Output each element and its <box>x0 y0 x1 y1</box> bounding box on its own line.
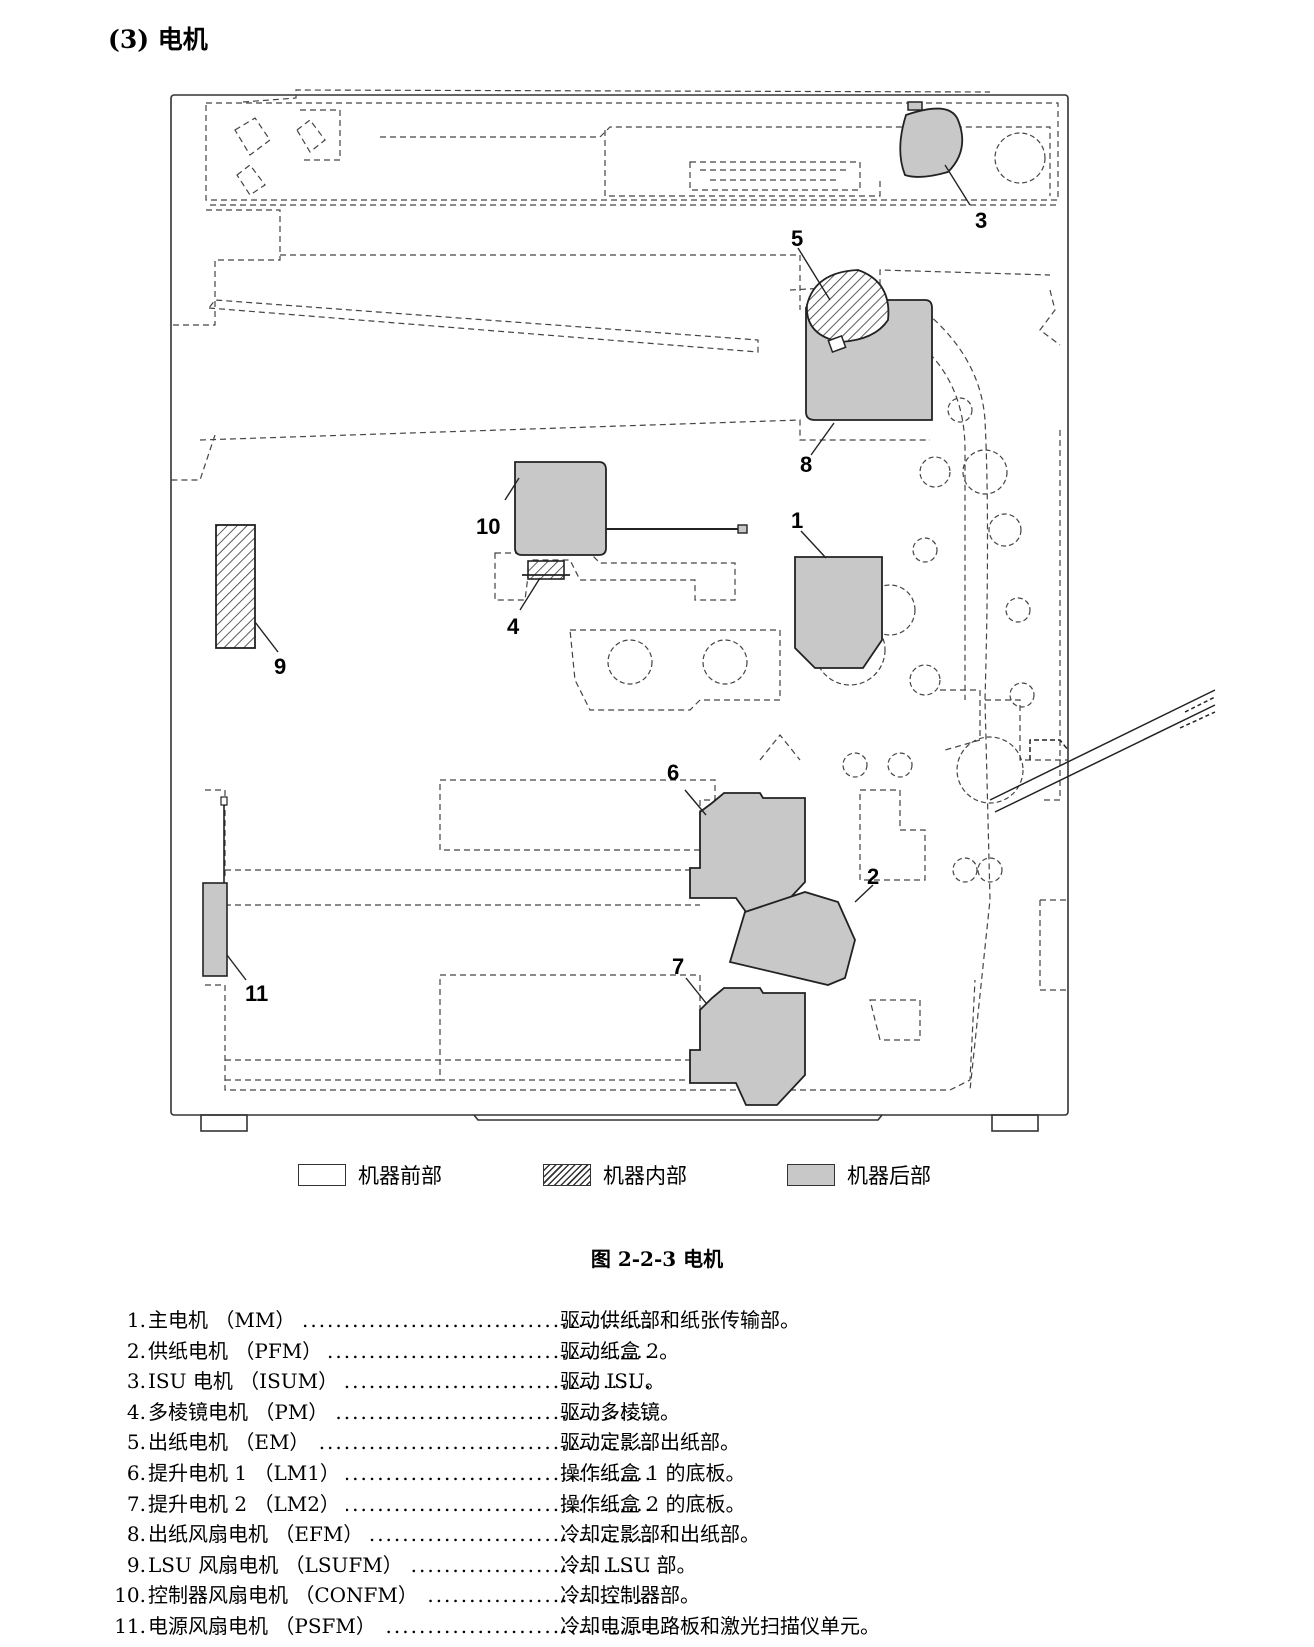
callout-4: 4 <box>507 614 520 639</box>
parts-list: 1.......................................… <box>108 1305 880 1642</box>
legend-swatch-rear <box>787 1164 835 1186</box>
item-description: 驱动定影部出纸部。 <box>560 1430 740 1455</box>
motor-lm2 <box>689 987 806 1106</box>
figure-caption: 图 2-2-3 电机 <box>590 1247 724 1271</box>
item-description: 驱动多棱镜。 <box>560 1399 680 1424</box>
list-item: 11......................................… <box>108 1611 880 1642</box>
legend-label-rear: 机器后部 <box>847 1164 931 1188</box>
item-name: 提升电机 2 （LM2） <box>148 1491 346 1516</box>
item-name: 提升电机 1 （LM1） <box>148 1460 346 1485</box>
item-number: 6. <box>126 1460 146 1485</box>
item-description: 操作纸盒 2 的底板。 <box>560 1491 746 1516</box>
item-number: 1. <box>126 1308 146 1332</box>
item-number: 7. <box>126 1491 146 1516</box>
section-title: (3) 电机 <box>108 25 208 54</box>
motor-layout-diagram: 3 5 8 10 1 4 9 6 2 7 11 <box>170 89 1216 1132</box>
item-name: 电源风扇电机 （PSFM） <box>148 1613 382 1638</box>
item-number: 2. <box>126 1338 146 1363</box>
legend-swatch-front <box>298 1164 346 1186</box>
item-description: 冷却控制器部。 <box>560 1583 700 1608</box>
item-name: ISU 电机 （ISUM） <box>148 1369 345 1394</box>
motor-isum <box>899 101 964 178</box>
fan-psfm <box>202 796 228 977</box>
item-name: 出纸风扇电机 （EFM） <box>148 1522 370 1547</box>
item-number: 5. <box>126 1430 146 1455</box>
item-description: 冷却电源电路板和激光扫描仪单元。 <box>560 1613 880 1638</box>
legend-rear: 机器后部 <box>787 1162 931 1188</box>
callout-labels: 3 5 8 10 1 4 9 6 2 7 11 <box>245 208 987 1006</box>
item-name: 出纸电机 （EM） <box>148 1430 316 1455</box>
legend-label-front: 机器前部 <box>358 1164 442 1188</box>
item-description: 冷却 LSU 部。 <box>560 1552 697 1577</box>
list-item: 9.......................................… <box>108 1550 697 1581</box>
list-item: 4.......................................… <box>108 1397 680 1428</box>
callout-8: 8 <box>800 452 812 477</box>
callout-6: 6 <box>667 760 679 785</box>
list-item: 8.......................................… <box>108 1519 760 1550</box>
legend-front: 机器前部 <box>298 1162 442 1188</box>
item-number: 8. <box>126 1522 146 1547</box>
item-description: 驱动纸盒 2。 <box>560 1338 680 1363</box>
motor-pm <box>522 560 570 580</box>
item-number: 11. <box>114 1613 146 1638</box>
item-number: 3. <box>126 1369 146 1394</box>
item-number: 10. <box>114 1583 146 1608</box>
item-name: 控制器风扇电机 （CONFM） <box>148 1583 424 1608</box>
item-name: 多棱镜电机 （PM） <box>148 1399 335 1424</box>
fan-lsufm <box>215 524 256 649</box>
list-item: 1.......................................… <box>108 1305 800 1336</box>
callout-1: 1 <box>791 508 803 533</box>
callout-5: 5 <box>791 226 803 251</box>
legend-inner: 机器内部 <box>543 1162 687 1188</box>
manual-feed-tray <box>989 689 1216 813</box>
callout-9: 9 <box>274 654 286 679</box>
item-number: 4. <box>126 1399 146 1424</box>
callout-3: 3 <box>975 208 987 233</box>
item-description: 驱动 ISU。 <box>560 1369 665 1394</box>
motor-em <box>806 269 890 353</box>
callout-10: 10 <box>476 514 500 539</box>
callout-11: 11 <box>245 981 268 1006</box>
list-item: 10......................................… <box>108 1580 700 1611</box>
callout-2: 2 <box>867 864 879 889</box>
machine-outline <box>170 94 1069 1132</box>
item-name: LSU 风扇电机 （LSUFM） <box>148 1552 409 1577</box>
list-item: 3.......................................… <box>108 1366 665 1397</box>
item-number: 9. <box>126 1552 146 1577</box>
motor-mm <box>794 556 883 669</box>
list-item: 6.......................................… <box>108 1458 745 1489</box>
legend-swatch-inner <box>543 1164 591 1186</box>
item-description: 驱动供纸部和纸张传输部。 <box>560 1308 800 1332</box>
fan-confm <box>514 461 748 556</box>
legend-label-inner: 机器内部 <box>603 1164 687 1188</box>
item-name: 主电机 （MM） <box>148 1308 302 1332</box>
motor-lm1 <box>689 792 806 913</box>
list-item: 7.......................................… <box>108 1489 745 1520</box>
item-description: 操作纸盒 1 的底板。 <box>560 1460 746 1485</box>
motor-pfm <box>728 891 856 986</box>
item-description: 冷却定影部和出纸部。 <box>560 1522 760 1547</box>
callout-7: 7 <box>672 954 684 979</box>
internal-structure <box>171 89 1068 1091</box>
list-item: 5.......................................… <box>108 1427 740 1458</box>
list-item: 2.......................................… <box>108 1336 679 1367</box>
leader-lines <box>226 164 971 1004</box>
item-name: 供纸电机 （PFM） <box>148 1338 329 1363</box>
